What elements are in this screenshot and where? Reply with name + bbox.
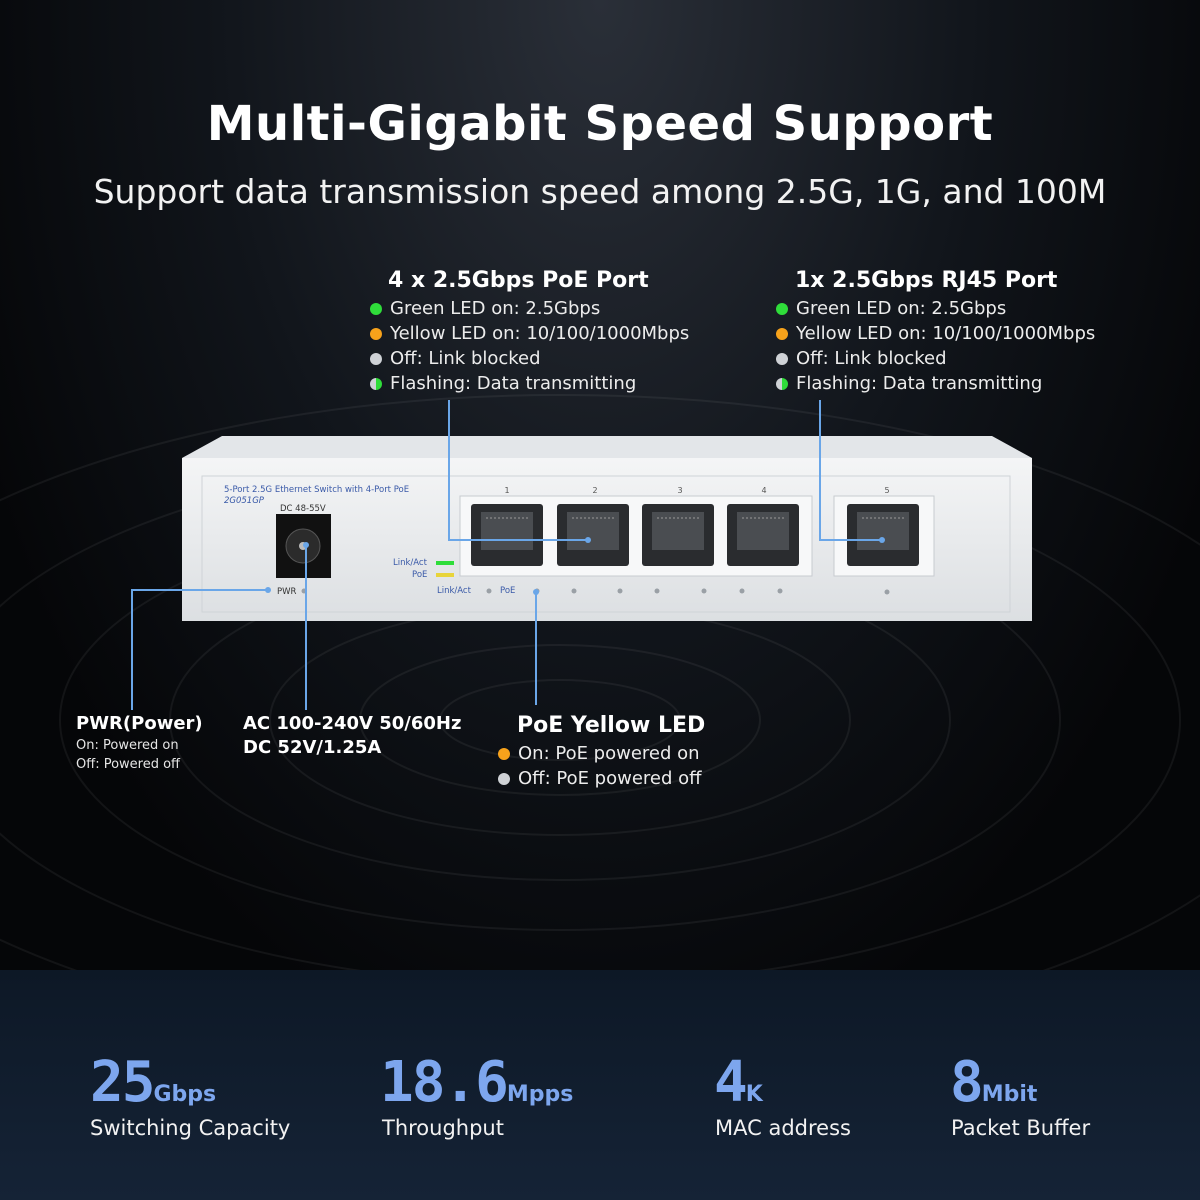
stat-value: 8	[950, 1050, 984, 1115]
power-spec-line1: AC 100-240V 50/60Hz	[243, 713, 462, 734]
stat-label-switching-capacity: Switching Capacity	[90, 1116, 291, 1140]
stat-mac-address: 4K	[714, 1050, 763, 1115]
stat-switching-capacity: 25Gbps	[90, 1050, 216, 1115]
led-item: Flashing: Data transmitting	[776, 371, 1095, 396]
poe-port-led-list: Green LED on: 2.5Gbps Yellow LED on: 10/…	[370, 296, 689, 396]
led-item: Green LED on: 2.5Gbps	[776, 296, 1095, 321]
off-led-icon	[498, 772, 510, 785]
led-item: Flashing: Data transmitting	[370, 371, 689, 396]
pwr-label: PWR	[277, 587, 297, 597]
poe-port-callout-title: 4 x 2.5Gbps PoE Port	[388, 268, 649, 293]
led-item: Off: Link blocked	[370, 346, 689, 371]
legend-poe-led	[436, 573, 454, 577]
led-item: Off: PoE powered off	[498, 766, 702, 791]
power-spec-callout: AC 100-240V 50/60Hz DC 52V/1.25A	[243, 712, 461, 760]
rj45-port-3[interactable]	[642, 504, 714, 566]
pwr-off-text: Off: Powered off	[76, 757, 181, 772]
port-number-2: 2	[592, 486, 597, 495]
yellow-led-icon	[370, 327, 382, 340]
stat-unit: Gbps	[153, 1082, 217, 1107]
port-number-1: 1	[504, 486, 509, 495]
rj45-port-1[interactable]	[471, 504, 543, 566]
stat-unit: Mbit	[981, 1082, 1038, 1107]
stat-unit: Mpps	[506, 1082, 574, 1107]
panel-poe-label: PoE	[500, 586, 515, 596]
rj45-port-4[interactable]	[727, 504, 799, 566]
rj45-port-5[interactable]	[847, 504, 919, 566]
led-item: On: PoE powered on	[498, 741, 702, 766]
led-item: Yellow LED on: 10/100/1000Mbps	[776, 321, 1095, 346]
stats-band	[0, 970, 1200, 1200]
poe-led-callout-title: PoE Yellow LED	[517, 713, 706, 738]
stat-label-throughput: Throughput	[382, 1116, 504, 1140]
stat-label-packet-buffer: Packet Buffer	[951, 1116, 1091, 1140]
poe-led-list: On: PoE powered on Off: PoE powered off	[498, 741, 702, 791]
yellow-led-icon	[498, 747, 510, 760]
dc-input-label: DC 48-55V	[280, 504, 326, 514]
leader-lines	[131, 400, 885, 710]
stat-throughput: 18.6Mpps	[380, 1050, 573, 1115]
stat-label-mac-address: MAC address	[715, 1116, 851, 1140]
led-item: Green LED on: 2.5Gbps	[370, 296, 689, 321]
pwr-callout: PWR(Power) On: Powered on Off: Powered o…	[76, 712, 203, 774]
off-led-icon	[776, 352, 788, 365]
flashing-led-icon	[776, 377, 788, 390]
legend-link-led	[436, 561, 454, 565]
off-led-icon	[370, 352, 382, 365]
yellow-led-icon	[776, 327, 788, 340]
legend-link-label: Link/Act	[393, 558, 428, 568]
power-spec-line2: DC 52V/1.25A	[243, 737, 382, 758]
led-item: Off: Link blocked	[776, 346, 1095, 371]
stat-value: 25	[90, 1050, 155, 1115]
rj45-port-2[interactable]	[557, 504, 629, 566]
rj45-port-led-list: Green LED on: 2.5Gbps Yellow LED on: 10/…	[776, 296, 1095, 396]
port-number-4: 4	[761, 486, 766, 495]
subheadline: Support data transmission speed among 2.…	[93, 172, 1107, 211]
network-switch-illustration: 5-Port 2.5G Ethernet Switch with 4-Port …	[182, 436, 1032, 621]
panel-link-label: Link/Act	[437, 586, 472, 596]
pwr-callout-title: PWR(Power)	[76, 713, 203, 734]
port-number-3: 3	[677, 486, 682, 495]
stat-unit: K	[745, 1082, 763, 1107]
green-led-icon	[776, 302, 788, 315]
led-item: Yellow LED on: 10/100/1000Mbps	[370, 321, 689, 346]
product-line-text: 5-Port 2.5G Ethernet Switch with 4-Port …	[224, 485, 409, 495]
stat-value: 4	[714, 1050, 748, 1115]
model-text: 2G051GP	[224, 496, 265, 506]
port-number-5: 5	[884, 486, 889, 495]
legend-poe-label: PoE	[412, 570, 427, 580]
stat-packet-buffer: 8Mbit	[950, 1050, 1037, 1115]
pwr-on-text: On: Powered on	[76, 738, 179, 753]
rj45-port-callout-title: 1x 2.5Gbps RJ45 Port	[795, 268, 1058, 293]
stat-value: 18.6	[380, 1050, 509, 1115]
green-led-icon	[370, 302, 382, 315]
port-led-row	[486, 588, 890, 595]
flashing-led-icon	[370, 377, 382, 390]
headline: Multi-Gigabit Speed Support	[206, 96, 994, 152]
